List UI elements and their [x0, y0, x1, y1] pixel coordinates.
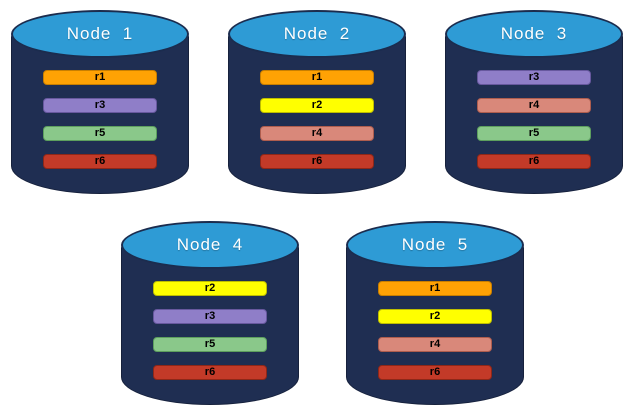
replica-bar: r4: [378, 337, 492, 352]
node-4-cylinder-top: Node 4: [121, 221, 299, 269]
node-5-title: Node 5: [401, 235, 469, 254]
replica-bar: r5: [153, 337, 267, 352]
node-1-cylinder: Node 1 r1 r3 r5 r6: [10, 8, 190, 196]
replica-bar: r1: [260, 70, 374, 85]
replica-bar: r3: [477, 70, 591, 85]
replica-bar: r4: [260, 126, 374, 141]
node-1-cylinder-top: Node 1: [11, 10, 189, 58]
node-5-replica-list: r1 r2 r4 r6: [345, 281, 525, 380]
replica-bar: r6: [43, 154, 157, 169]
replica-bar: r4: [477, 98, 591, 113]
node-5-cylinder-top: Node 5: [346, 221, 524, 269]
node-1-title: Node 1: [66, 24, 134, 43]
replica-bar: r6: [260, 154, 374, 169]
replica-bar: r3: [43, 98, 157, 113]
replica-bar: r1: [43, 70, 157, 85]
node-2-cylinder-top: Node 2: [228, 10, 406, 58]
node-2-title: Node 2: [283, 24, 351, 43]
replica-bar: r6: [378, 365, 492, 380]
node-4-cylinder: Node 4 r2 r3 r5 r6: [120, 219, 300, 407]
node-4-title: Node 4: [176, 235, 244, 254]
node-1-replica-list: r1 r3 r5 r6: [10, 70, 190, 169]
node-3-cylinder: Node 3 r3 r4 r5 r6: [444, 8, 624, 196]
replica-bar: r5: [43, 126, 157, 141]
replica-bar: r6: [153, 365, 267, 380]
replica-bar: r6: [477, 154, 591, 169]
replica-bar: r3: [153, 309, 267, 324]
node-5-cylinder: Node 5 r1 r2 r4 r6: [345, 219, 525, 407]
replica-bar: r2: [378, 309, 492, 324]
node-4-replica-list: r2 r3 r5 r6: [120, 281, 300, 380]
node-3-cylinder-top: Node 3: [445, 10, 623, 58]
replica-bar: r5: [477, 126, 591, 141]
replica-bar: r2: [153, 281, 267, 296]
replica-bar: r2: [260, 98, 374, 113]
node-3-replica-list: r3 r4 r5 r6: [444, 70, 624, 169]
node-3-cylinder-body: [445, 32, 623, 194]
node-2-cylinder: Node 2 r1 r2 r4 r6: [227, 8, 407, 196]
replica-bar: r1: [378, 281, 492, 296]
node-3-title: Node 3: [500, 24, 568, 43]
node-2-replica-list: r1 r2 r4 r6: [227, 70, 407, 169]
